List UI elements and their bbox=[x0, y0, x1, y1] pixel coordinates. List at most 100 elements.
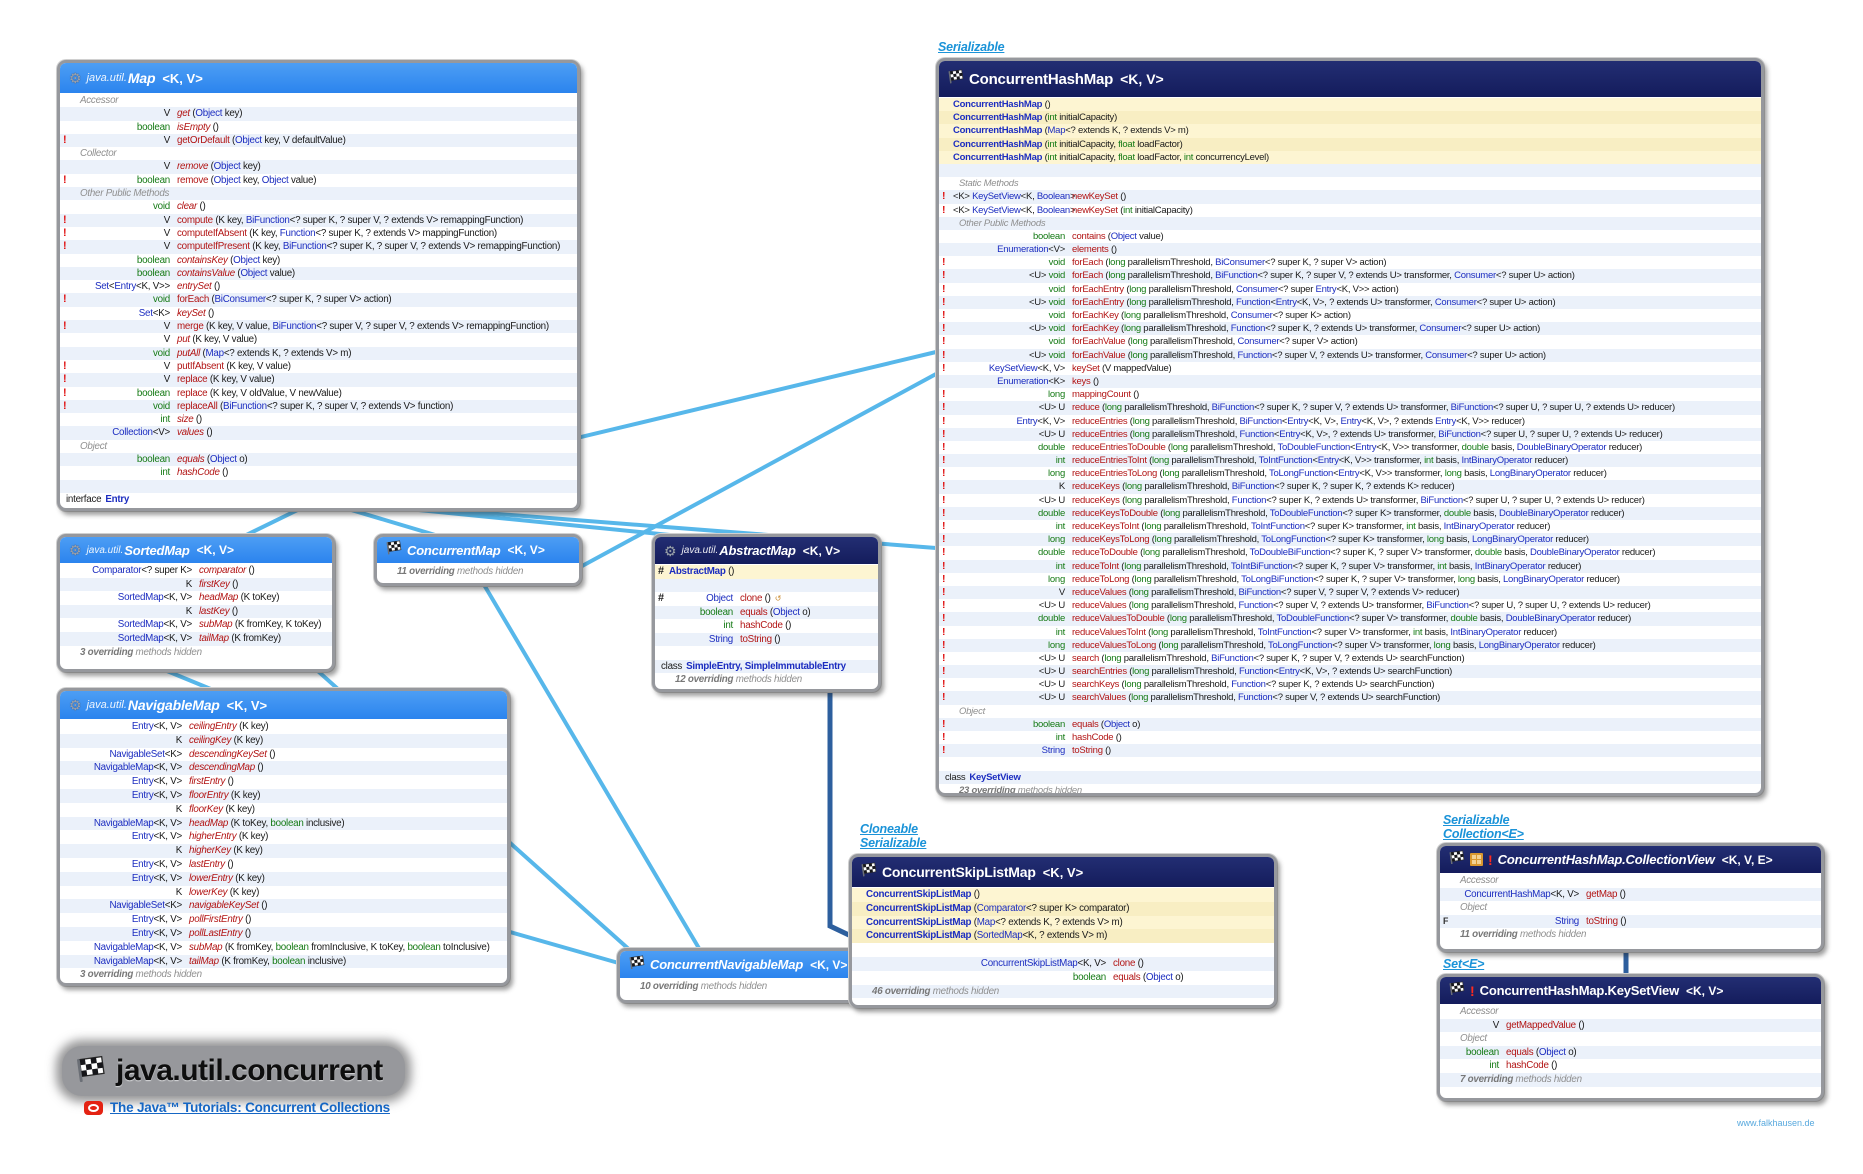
section-label: Static Methods bbox=[959, 178, 1019, 190]
class-header: ConcurrentNavigableMap<K, V> bbox=[620, 951, 873, 978]
tutorial-link[interactable]: The Java™ Tutorials: Concurrent Collecti… bbox=[110, 1100, 390, 1115]
spacer-row bbox=[655, 578, 878, 592]
checkered-flag-icon bbox=[629, 955, 645, 974]
method-row: NavigableMap<K, V>subMap (K fromKey, boo… bbox=[93, 941, 490, 953]
class-box-concurrentmap: ConcurrentMap<K, V>11 overriding methods… bbox=[374, 534, 582, 586]
hidden-methods-note: 11 overriding methods hidden bbox=[1460, 929, 1587, 941]
class-box-concurrenthashmap: ConcurrentHashMap<K, V>ConcurrentHashMap… bbox=[936, 58, 1764, 796]
section-label: Object bbox=[1460, 1033, 1487, 1045]
method-row: NavigableMap<K, V>tailMap (K fromKey, bo… bbox=[60, 954, 507, 969]
edge-concurrentmap-concurrentnavigablemap bbox=[478, 576, 702, 952]
constructor-row: ConcurrentHashMap (Map<? extends K, ? ex… bbox=[939, 124, 1761, 138]
constructor-row: ConcurrentSkipListMap (Comparator<? supe… bbox=[852, 901, 1274, 916]
spacer-row bbox=[852, 943, 1274, 957]
method-row: SortedMap<K, V>subMap (K fromKey, K toKe… bbox=[117, 619, 322, 631]
class-header: ⚙java.util.AbstractMap<K, V> bbox=[655, 537, 878, 564]
class-box-collectionview: !ConcurrentHashMap.CollectionView<K, V, … bbox=[1437, 843, 1824, 952]
constructor-row: ConcurrentHashMap (int initialCapacity, … bbox=[939, 137, 1761, 151]
checkered-flag-icon bbox=[861, 862, 877, 881]
class-box-abstractmap: ⚙java.util.AbstractMap<K, V>#AbstractMap… bbox=[652, 534, 881, 692]
section-label: Object bbox=[80, 440, 107, 452]
hidden-methods-note: 11 overriding methods hidden bbox=[397, 566, 524, 577]
gear-icon: ⚙ bbox=[664, 542, 677, 559]
checkered-flag-icon bbox=[386, 540, 402, 559]
class-header: ⚙java.util.SortedMap<K, V> bbox=[60, 537, 332, 563]
class-box-sortedmap: ⚙java.util.SortedMap<K, V>Comparator<? s… bbox=[57, 534, 335, 672]
section-label: Accessor bbox=[1460, 1006, 1499, 1017]
spacer-row bbox=[60, 479, 577, 493]
constructor-row: ConcurrentHashMap (int initialCapacity, … bbox=[939, 150, 1761, 164]
method-row: Entry<K, V>pollFirstEntry () bbox=[131, 914, 252, 926]
section-label: Object bbox=[959, 705, 985, 717]
tutorial-link-row: The Java™ Tutorials: Concurrent Collecti… bbox=[84, 1100, 390, 1115]
package-title-text: java.util.concurrent bbox=[116, 1054, 383, 1087]
method-row: SortedMap<K, V>headMap (K toKey) bbox=[117, 592, 280, 604]
method-row: !Entry<K, V>reduceEntries (long parallel… bbox=[942, 414, 1525, 427]
method-row: Enumeration<K>keys () bbox=[939, 374, 1761, 389]
section-label: Accessor bbox=[1460, 875, 1499, 886]
class-box-keysetview: !ConcurrentHashMap.KeySetView<K, V>Acces… bbox=[1437, 974, 1824, 1101]
class-header: ⚙java.util.NavigableMap<K, V> bbox=[60, 691, 507, 719]
class-box-navigablemap: ⚙java.util.NavigableMap<K, V> Entry<K, V>… bbox=[57, 688, 510, 986]
method-row: Collection<V>values () bbox=[60, 426, 577, 440]
warning-icon: ! bbox=[1488, 851, 1493, 868]
class-box-concurrentnavigablemap: ConcurrentNavigableMap<K, V> 10 overridin… bbox=[617, 948, 876, 1003]
hidden-methods-note: 3 overriding methods hidden bbox=[80, 969, 202, 981]
method-row: NavigableSet<K>descendingKeySet () bbox=[109, 748, 276, 760]
constructor-row: ConcurrentSkipListMap () bbox=[852, 888, 1274, 902]
hidden-methods-note: 23 overriding methods hidden bbox=[959, 784, 1082, 796]
hidden-methods-note: 10 overriding methods hidden bbox=[640, 981, 767, 992]
checkered-flag-icon bbox=[1449, 981, 1465, 1000]
label-serializable-cslm: Serializable bbox=[860, 836, 927, 850]
constructor-row: ConcurrentHashMap () bbox=[939, 98, 1761, 112]
